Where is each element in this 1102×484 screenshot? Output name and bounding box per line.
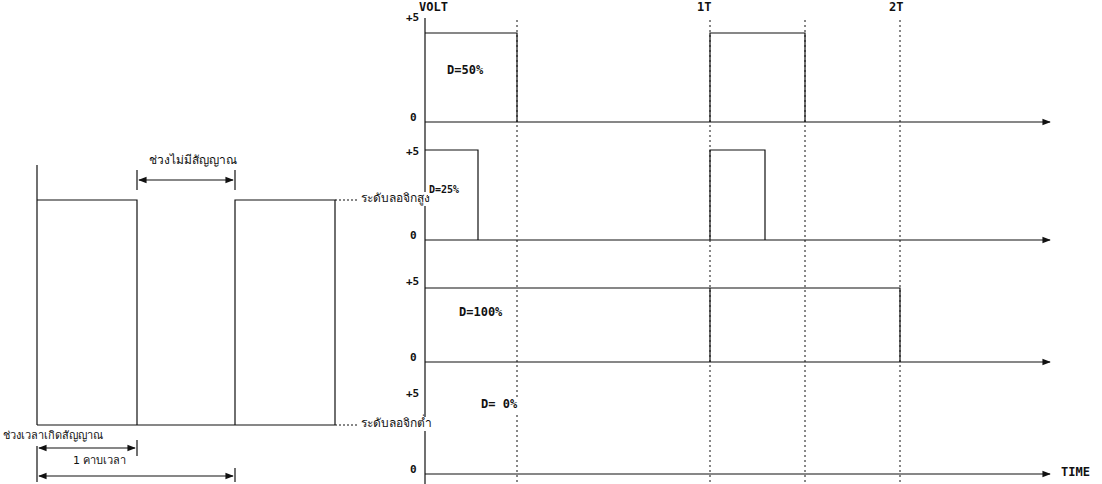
period-label: 1 คาบเวลา: [72, 455, 128, 468]
period-label: ช่วงไม่มีสัญญาณ: [148, 154, 238, 168]
voltage-label: 0: [409, 464, 418, 477]
voltage-label: 0: [409, 352, 418, 365]
axis-label: TIME: [1060, 466, 1091, 480]
time-mark: 1T: [696, 1, 712, 15]
level-label: ระดับลอจิกต่ำ: [360, 417, 433, 431]
time-mark: 2T: [888, 1, 904, 15]
voltage-label: +5: [405, 388, 420, 401]
right-waveforms: [425, 18, 1050, 484]
duty-label: D= 0%: [480, 398, 518, 412]
voltage-label: +5: [405, 146, 420, 159]
duty-label: D=25%: [428, 184, 460, 196]
level-label: ระดับลอจิกสูง: [360, 192, 431, 206]
period-gridlines: [517, 20, 900, 482]
voltage-label: +5: [405, 12, 420, 25]
duty-label: D=50%: [446, 64, 484, 78]
voltage-label: 0: [409, 230, 418, 243]
voltage-label: +5: [405, 276, 420, 289]
period-label: ช่วงเวลาเกิดสัญญาณ: [2, 430, 104, 443]
voltage-label: 0: [409, 112, 418, 125]
duty-label: D=100%: [458, 306, 503, 320]
axis-label: VOLT: [418, 1, 449, 15]
